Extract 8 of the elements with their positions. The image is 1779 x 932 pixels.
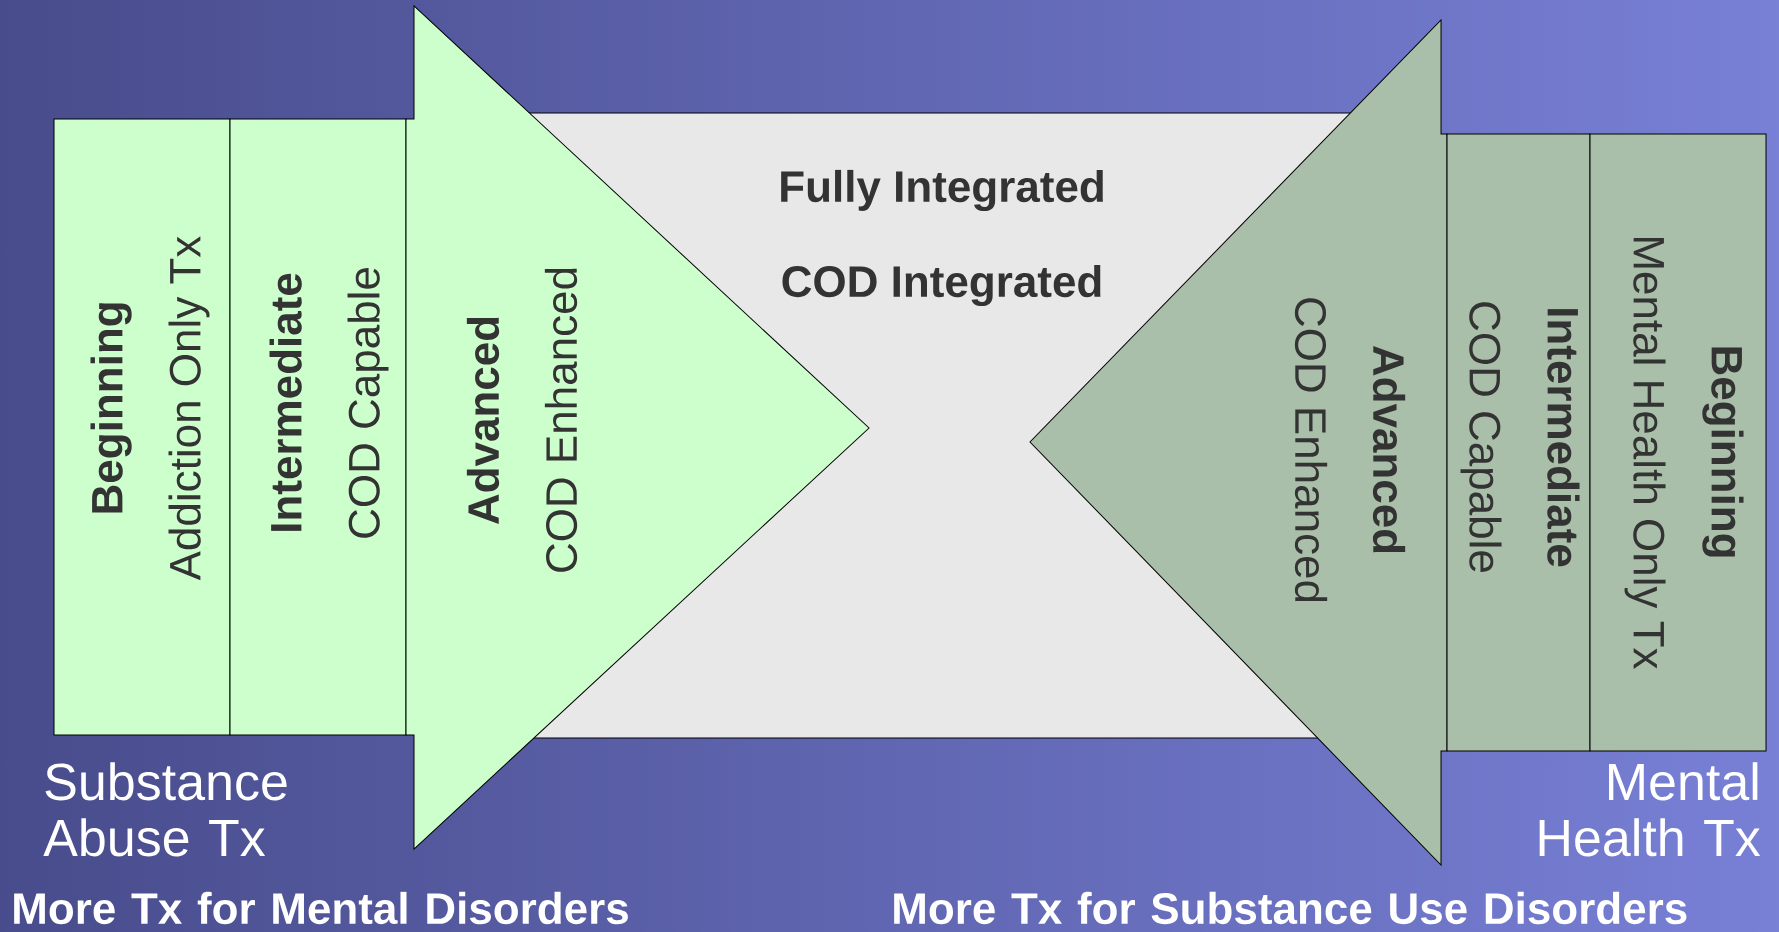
bottom-caption: More Tx for Mental Disorders [14, 891, 628, 925]
side-label: Mental Health Tx [1539, 762, 1761, 857]
level-box: Beginning Mental Health Only Tx [1589, 133, 1767, 752]
level-box: Intermediate COD Capable [229, 118, 407, 736]
level-box: Intermediate COD Capable [1446, 133, 1591, 752]
side-label: Substance Abuse Tx [43, 762, 287, 857]
bottom-caption: More Tx for Substance Use Disorders [894, 891, 1687, 925]
level-box: Beginning Addiction Only Tx [53, 118, 231, 736]
